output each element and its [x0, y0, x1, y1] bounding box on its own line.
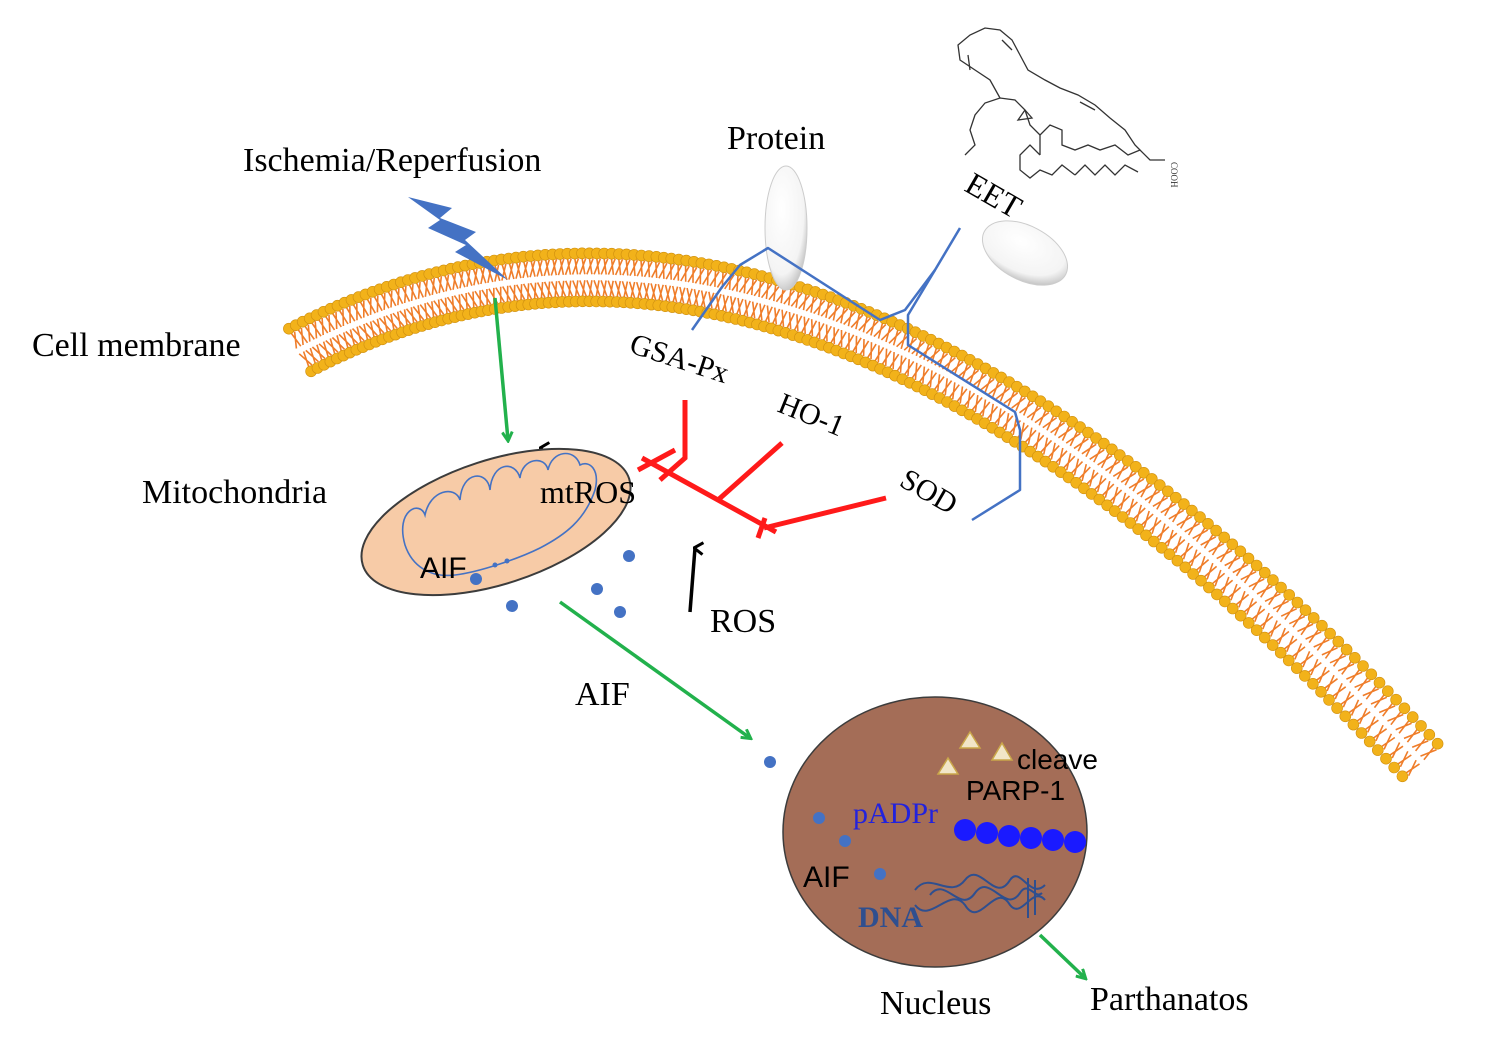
ho1-label: HO-1	[773, 387, 849, 443]
aif-translocation-arrow	[558, 600, 750, 738]
dna-to-parthanatos-arrow	[1038, 933, 1085, 978]
cooh-label: COOH	[1169, 162, 1179, 188]
nucleus-label: Nucleus	[880, 985, 991, 1022]
inhibition-lines	[636, 400, 887, 539]
cell-membrane-bilayer	[283, 247, 1444, 783]
aif-dots	[470, 550, 886, 880]
mitochondrion	[360, 447, 632, 597]
ros-increase-arrow	[688, 548, 695, 613]
aif-nucleus-label: AIF	[803, 861, 850, 894]
parthanatos-label: Parthanatos	[1090, 981, 1249, 1018]
aif-mito-label: AIF	[420, 552, 467, 585]
ischemia-reperfusion-label: Ischemia/Reperfusion	[243, 142, 541, 179]
protein-channel-icon	[764, 165, 808, 291]
dna-label: DNA	[858, 901, 923, 934]
lightning-icon	[408, 197, 508, 280]
parp1-label: PARP-1	[966, 775, 1065, 806]
padpr-chain	[954, 819, 1086, 853]
cell-membrane-label: Cell membrane	[32, 327, 241, 364]
ros-label: ROS	[710, 603, 776, 640]
protein-label: Protein	[727, 120, 825, 157]
sod-label: SOD	[895, 462, 963, 521]
mtros-label: mtROS	[540, 474, 636, 510]
aif-free-label: AIF	[575, 676, 630, 713]
gsa-px-label: GSA-Px	[626, 327, 733, 390]
eet-receptor-icon	[981, 220, 1069, 286]
ischemia-to-mito-arrow	[493, 297, 508, 440]
nucleus	[782, 696, 1088, 968]
protein-bracket	[690, 227, 1022, 522]
cleaved-parp1-triangles	[936, 730, 1014, 775]
mitochondria-label: Mitochondria	[142, 474, 327, 511]
dna-helix-icon	[914, 873, 1046, 918]
eet-label: EET	[960, 165, 1029, 226]
padpr-label: pADPr	[853, 797, 938, 830]
eet-molecule-icon	[957, 27, 1165, 179]
cleave-label: cleave	[1017, 744, 1098, 775]
